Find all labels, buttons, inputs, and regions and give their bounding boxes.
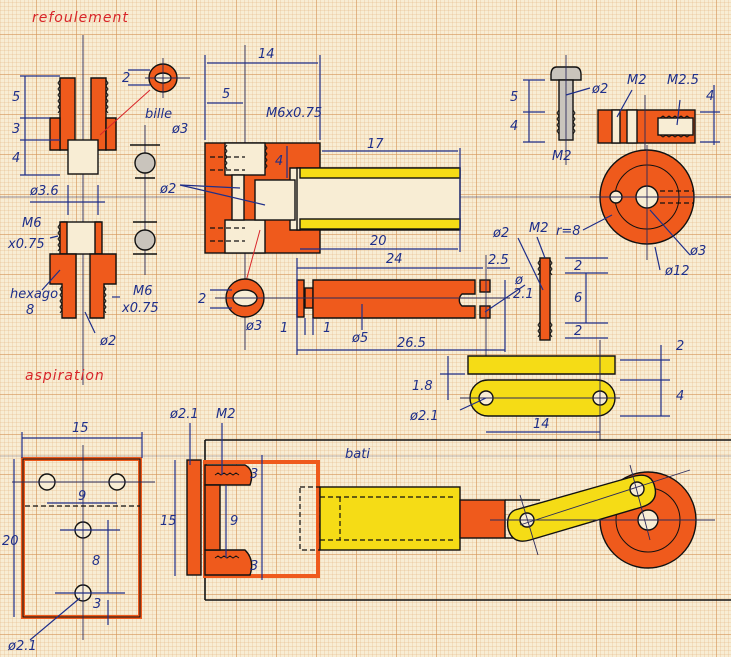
crank-radius: r=8 [556,224,581,239]
cylinder-length: 17 [367,137,384,152]
head-depth: 4 [275,154,283,169]
screw [523,55,591,165]
ball-label: bille [145,107,172,122]
valve-seat-ring [128,58,190,98]
assembly-thread: M2 [216,407,236,422]
label-refoulement: refoulement [32,10,129,26]
head-width: 14 [258,47,275,62]
rod-offset: 1.8 [412,379,433,394]
assembly-frame [174,423,731,601]
rod-hole: ø2.1 [409,409,439,424]
bore-length: 20 [370,234,387,249]
plate-height: 20 [2,534,19,549]
crank-thread-a: M2 [627,73,647,88]
bore-diameter: ø2 [159,182,176,197]
pin-dim-a: 2 [574,259,582,274]
assembly-holes: 9 [230,514,238,529]
assembly-hole: ø2.1 [169,407,199,422]
thread-right-b: x0.75 [121,301,159,316]
dim-bore: ø3.6 [29,184,59,199]
crank-wheel-front [582,145,731,271]
cylinder-head [179,45,321,350]
crank-height: 4 [706,89,714,104]
piston-diameter: ø5 [351,331,368,346]
crank-diameter: ø12 [664,264,690,279]
end-diameter: ø3 [245,319,262,334]
dim-4: 4 [12,151,20,166]
rod-thickness: 2 [676,339,684,354]
rim-dim-a: 1 [280,321,288,336]
assembly-height: 15 [160,514,177,529]
plate-edge: 3 [93,597,101,612]
plate-vertical: 8 [92,554,100,569]
assembly-bottom: 3 [250,559,258,574]
plate-width: 15 [72,421,89,436]
assembly-label: bati [345,447,370,462]
rim-dim-b: 1 [323,321,331,336]
hexagon-label-a: hexago [10,287,58,302]
hexagon-label-b: 8 [26,303,34,318]
rod-centers: 14 [533,417,550,432]
crank-wheel-side [597,85,720,160]
thread-right-a: M6 [133,284,153,299]
dim-5: 5 [12,90,20,105]
pin-hole-b: 2.1 [513,287,534,302]
crank-thread-b: M2.5 [667,73,699,88]
assembly-top: 3 [250,467,258,482]
screw-head: 5 [510,90,518,105]
label-aspiration: aspiration [25,368,105,384]
cylinder-tube [296,148,461,252]
rod-height: 4 [676,389,684,404]
connecting-rod [440,340,670,440]
piston [270,255,526,365]
pin-hole-a: ø [514,273,524,288]
end-slot: 2 [198,292,206,307]
piston-length: 24 [386,252,403,267]
assembly-mechanism [319,464,715,569]
pin-diameter: ø2 [492,226,509,241]
piston-slot: 2.5 [488,253,509,268]
pin-dim-b: 6 [574,291,582,306]
dim-3: 3 [12,122,20,137]
screw-thread: M2 [552,149,572,164]
valve-nipple-top [49,35,117,385]
pin-thread: M2 [529,221,549,236]
ball-top [130,125,160,275]
head-offset: 5 [222,87,230,102]
crank-bore: ø3 [689,244,706,259]
ball-diameter: ø3 [171,122,188,137]
screw-diameter: ø2 [591,82,608,97]
plate-hole: ø2.1 [7,639,37,654]
slot-dim: 2 [122,71,130,86]
piston-total: 26.5 [397,336,426,351]
pin [517,236,608,341]
head-thread: M6x0.75 [266,106,322,121]
valve-dimensions [20,75,151,334]
valve-nipple-bottom [49,221,117,319]
head-end-view [210,278,275,318]
plate-holes-distance: 9 [78,489,86,504]
base-plate [12,432,155,641]
hole-diameter: ø2 [99,334,116,349]
pin-dim-c: 2 [574,324,582,339]
screw-thread-length: 4 [510,119,518,134]
thread-left-b: x0.75 [7,237,45,252]
thread-left-a: M6 [22,216,42,231]
